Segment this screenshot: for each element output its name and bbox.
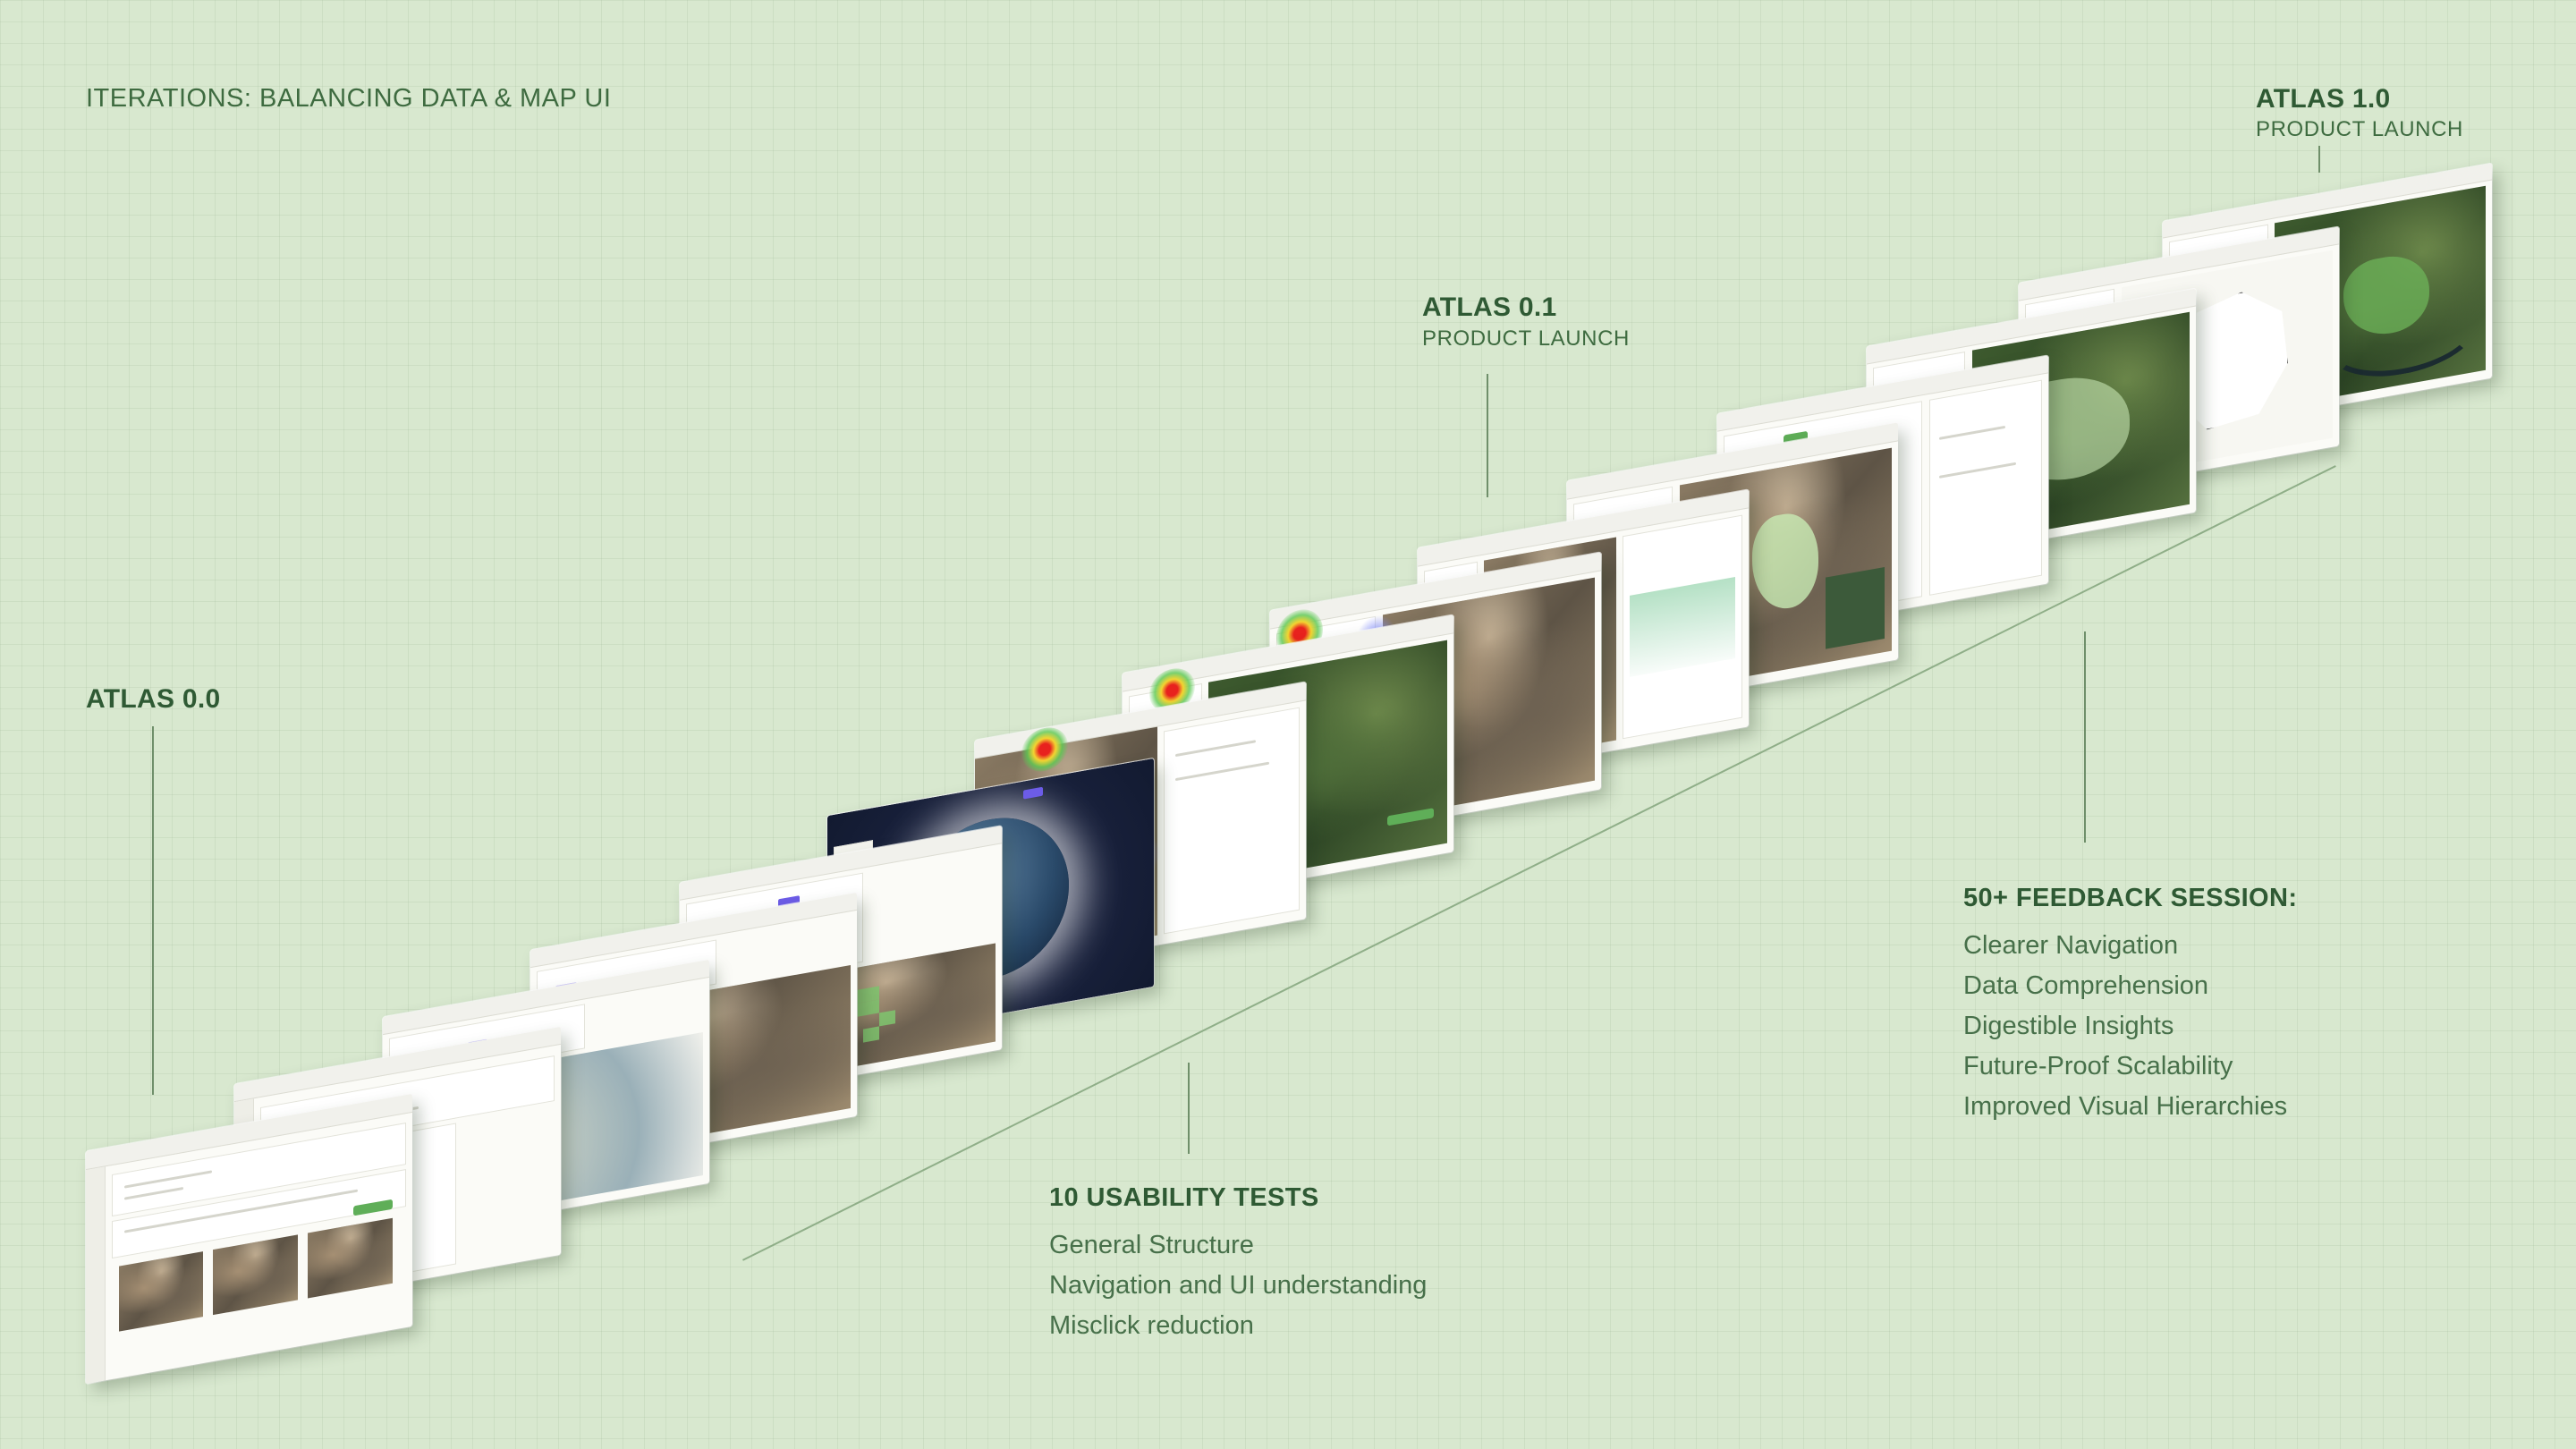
atlas-01-subheading: PRODUCT LAUNCH [1422, 326, 1630, 351]
feedback-item: Improved Visual Hierarchies [1963, 1092, 2288, 1121]
feedback-connector [2084, 631, 2086, 843]
feedback-item: Clearer Navigation [1963, 931, 2179, 960]
atlas-01-connector [1487, 374, 1488, 497]
usability-item: General Structure [1049, 1231, 1254, 1259]
page-title: ITERATIONS: BALANCING DATA & MAP UI [86, 84, 612, 113]
atlas-10-heading: ATLAS 1.0 [2256, 84, 2391, 114]
atlas-10-connector [2318, 146, 2320, 173]
atlas-00-heading: ATLAS 0.0 [86, 684, 221, 714]
atlas-10-subheading: PRODUCT LAUNCH [2256, 117, 2463, 141]
usability-tests-block: 10 USABILITY TESTS General Structure Nav… [1049, 1183, 1427, 1346]
atlas-00-connector [152, 726, 154, 1095]
feedback-item: Future-Proof Scalability [1963, 1052, 2233, 1080]
screen-atlas-0-0 [86, 1093, 412, 1385]
feedback-heading: 50+ FEEDBACK SESSION: [1963, 884, 2298, 912]
feedback-item: Digestible Insights [1963, 1012, 2174, 1040]
atlas-01-heading: ATLAS 0.1 [1422, 292, 1557, 322]
usability-connector [1188, 1063, 1190, 1154]
usability-item: Navigation and UI understanding [1049, 1271, 1428, 1300]
feedback-sessions-block: 50+ FEEDBACK SESSION: Clearer Navigation… [1963, 884, 2297, 1127]
chart-area [1629, 577, 1736, 677]
usability-heading: 10 USABILITY TESTS [1049, 1183, 1319, 1212]
usability-item: Misclick reduction [1049, 1311, 1254, 1340]
feedback-item: Data Comprehension [1963, 971, 2209, 1000]
